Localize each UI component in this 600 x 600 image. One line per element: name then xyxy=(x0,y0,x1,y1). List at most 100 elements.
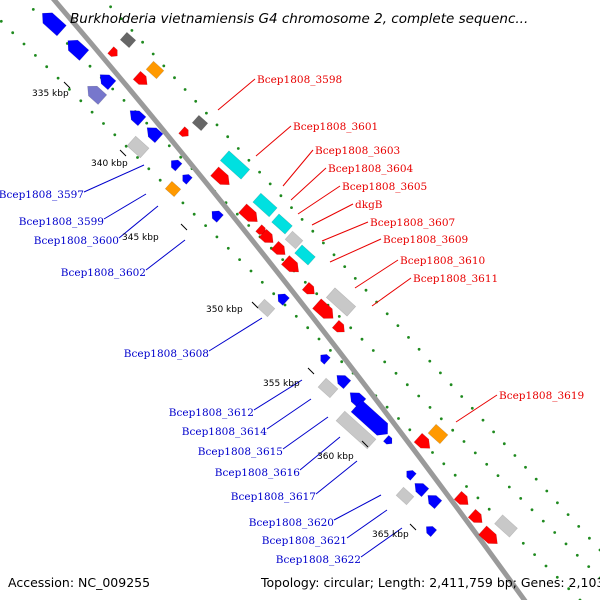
gene-feature xyxy=(427,423,449,445)
scale-tick-mark xyxy=(119,149,127,157)
tick-dot xyxy=(238,258,242,261)
tick-dot xyxy=(588,536,591,540)
tick-dot xyxy=(329,349,332,352)
tick-dot xyxy=(394,371,398,375)
gene-label-reverse[interactable]: Bcep1808_3608 xyxy=(124,348,209,360)
leader-line xyxy=(297,185,341,215)
gene-feature-shape xyxy=(294,244,316,266)
gene-feature-shape xyxy=(258,228,274,243)
gene-feature xyxy=(494,514,518,538)
accession-text: Accession: NC_009255 xyxy=(8,575,150,590)
gene-label-reverse[interactable]: Bcep1808_3616 xyxy=(215,467,301,479)
gene-feature xyxy=(312,298,334,319)
gene-feature xyxy=(453,490,469,505)
gene-label-forward[interactable]: Bcep1808_3607 xyxy=(370,217,455,229)
leader-line xyxy=(299,436,341,471)
gene-feature-shape xyxy=(87,85,108,105)
gene-label-forward[interactable]: Bcep1808_3598 xyxy=(257,74,342,86)
gene-label-reverse[interactable]: Bcep1808_3602 xyxy=(61,267,146,279)
tick-dot xyxy=(119,17,123,20)
gene-feature-shape xyxy=(325,287,357,317)
gene-label-forward[interactable]: Bcep1808_3610 xyxy=(400,255,485,267)
tick-dot xyxy=(439,417,443,421)
tick-dot xyxy=(428,359,432,363)
gene-feature-shape xyxy=(210,166,230,185)
tick-dot xyxy=(215,235,219,239)
gene-label-reverse[interactable]: Bcep1808_3612 xyxy=(169,407,254,419)
gene-label-reverse[interactable]: Bcep1808_3615 xyxy=(198,446,283,458)
tick-dot xyxy=(577,525,581,528)
tick-dot xyxy=(460,395,464,398)
gene-feature xyxy=(238,203,258,222)
gene-feature-shape xyxy=(164,180,182,198)
gene-label-forward[interactable]: Bcep1808_3601 xyxy=(293,121,378,133)
gene-feature-shape xyxy=(238,203,258,222)
gene-feature-shape xyxy=(284,230,304,250)
tick-dot xyxy=(533,553,536,556)
gene-feature xyxy=(425,526,438,538)
leader-line xyxy=(333,494,382,521)
gene-label-reverse[interactable]: Bcep1808_3614 xyxy=(182,426,268,438)
gene-feature xyxy=(191,114,209,132)
gene-feature xyxy=(219,150,251,180)
tick-dot xyxy=(111,87,115,91)
gene-feature xyxy=(126,135,150,159)
tick-dot xyxy=(502,442,506,446)
tick-dot xyxy=(194,99,198,103)
tick-dot xyxy=(303,280,307,284)
gene-feature-shape xyxy=(271,213,293,235)
gene-feature xyxy=(132,70,148,85)
tick-dot xyxy=(31,7,35,11)
gene-feature xyxy=(99,74,117,91)
gene-feature xyxy=(335,410,377,450)
tick-dot xyxy=(567,587,571,591)
gene-label-reverse[interactable]: Bcep1808_3621 xyxy=(262,535,347,547)
gene-feature xyxy=(382,434,393,445)
gene-label-forward[interactable]: Bcep1808_3605 xyxy=(342,181,427,193)
tick-dot xyxy=(340,360,344,364)
scale-tick-label: 335 kbp xyxy=(32,89,69,99)
gene-label-forward[interactable]: Bcep1808_3604 xyxy=(328,163,414,175)
scale-tick-label: 355 kbp xyxy=(263,379,300,389)
leader-line xyxy=(360,527,403,558)
gene-feature-shape xyxy=(107,46,118,57)
tick-dot xyxy=(519,497,523,500)
tick-dot xyxy=(173,76,176,80)
gene-label-reverse[interactable]: Bcep1808_3600 xyxy=(34,235,119,247)
gene-label-reverse[interactable]: Bcep1808_3599 xyxy=(19,216,104,228)
scale-tick-mark xyxy=(63,81,71,89)
scale-tick-mark xyxy=(409,523,417,531)
scale-tick-label: 360 kbp xyxy=(317,452,354,462)
tick-dot xyxy=(353,277,357,280)
tick-dot xyxy=(122,99,126,102)
tick-dot xyxy=(311,229,315,233)
gene-label-reverse[interactable]: Bcep1808_3617 xyxy=(231,491,316,503)
gene-label-forward[interactable]: Bcep1808_3603 xyxy=(315,145,400,157)
leader-line xyxy=(354,259,399,289)
tick-dot xyxy=(204,224,208,228)
tick-dot xyxy=(481,418,485,422)
gene-label-reverse[interactable]: Bcep1808_3622 xyxy=(276,554,361,566)
gene-label-forward[interactable]: dkgB xyxy=(355,199,383,211)
tick-dot xyxy=(130,29,134,32)
tick-dot xyxy=(451,428,455,432)
gene-label-forward[interactable]: Bcep1808_3611 xyxy=(413,273,498,285)
gene-feature xyxy=(256,298,276,318)
tick-dot xyxy=(179,155,183,159)
gene-feature xyxy=(320,354,331,365)
gene-labels: Bcep1808_3598Bcep1808_3601Bcep1808_3603B… xyxy=(0,74,584,566)
gene-feature-shape xyxy=(427,423,449,445)
tick-dot xyxy=(534,477,538,481)
leader-line xyxy=(83,164,145,193)
tick-dot xyxy=(332,253,336,257)
gene-label-forward[interactable]: Bcep1808_3609 xyxy=(383,234,468,246)
leader-line xyxy=(217,78,256,111)
gene-feature-shape xyxy=(335,410,377,450)
gene-label-reverse[interactable]: Bcep1808_3620 xyxy=(249,517,334,529)
tick-dot xyxy=(192,212,196,216)
gene-feature xyxy=(87,85,108,105)
gene-label-reverse[interactable]: Bcep1808_3597 xyxy=(0,189,84,201)
gene-label-forward[interactable]: Bcep1808_3619 xyxy=(499,390,584,402)
leader-line xyxy=(282,149,314,187)
leader-line xyxy=(455,394,498,423)
